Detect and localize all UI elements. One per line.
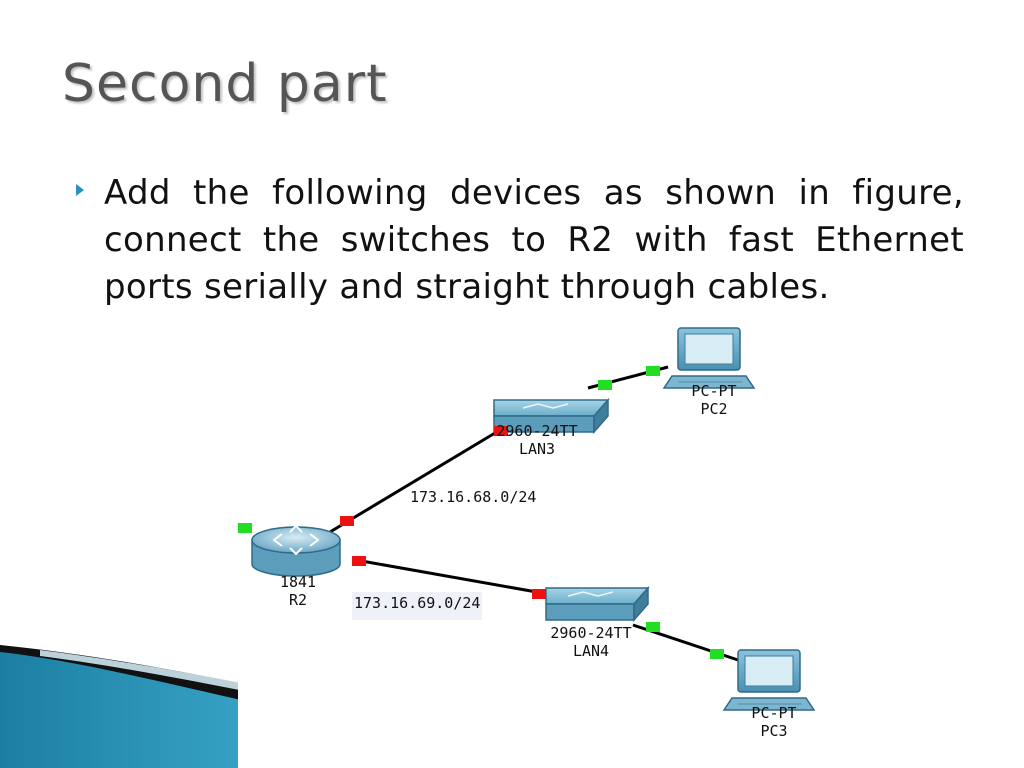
link-r2-lan4 bbox=[355, 558, 549, 596]
pc2-name: PC2 bbox=[700, 400, 728, 418]
lan4-label: 2960-24TT LAN4 bbox=[536, 624, 646, 660]
lan3-model: 2960-24TT bbox=[496, 422, 578, 440]
slide-title: Second part bbox=[62, 54, 388, 114]
pc3-name: PC3 bbox=[760, 722, 788, 740]
lan4-name: LAN4 bbox=[572, 642, 610, 660]
port-r2-lan3-down bbox=[340, 516, 354, 526]
lan4-model: 2960-24TT bbox=[550, 624, 632, 642]
lan3-label: 2960-24TT LAN3 bbox=[482, 422, 592, 458]
r2-name: R2 bbox=[288, 591, 308, 609]
pc3-icon[interactable] bbox=[722, 649, 816, 711]
pc3-label: PC-PT PC3 bbox=[734, 704, 814, 740]
r2-model: 1841 bbox=[279, 573, 317, 591]
pc3-model: PC-PT bbox=[751, 704, 797, 722]
topology-diagram bbox=[238, 327, 816, 711]
switch-lan4-icon[interactable] bbox=[545, 586, 650, 622]
link-r2-lan3 bbox=[329, 428, 501, 534]
pc2-model: PC-PT bbox=[691, 382, 737, 400]
router-r2-icon[interactable] bbox=[251, 524, 341, 577]
port-lan4-pc3-up bbox=[646, 622, 660, 632]
network-lan4-label: 173.16.69.0/24 bbox=[352, 592, 483, 620]
topology-figure: PC-PT PC2 2960-24TT LAN3 1841 R2 2960-24… bbox=[238, 320, 838, 768]
port-pc2-up bbox=[646, 366, 660, 376]
port-lan3-r2-down bbox=[494, 426, 508, 436]
pc2-icon[interactable] bbox=[662, 327, 756, 389]
port-lan4-r2-down bbox=[532, 589, 546, 599]
pc2-label: PC-PT PC2 bbox=[674, 382, 754, 418]
network-lan3-label: 173.16.68.0/24 bbox=[410, 488, 537, 506]
port-lan3-pc2-up bbox=[598, 380, 612, 390]
lan3-name: LAN3 bbox=[518, 440, 556, 458]
port-pc3-up bbox=[710, 649, 724, 659]
bullet-text: Add the following devices as shown in fi… bbox=[104, 173, 964, 307]
port-r2-lan4-down bbox=[352, 556, 366, 566]
r2-label: 1841 R2 bbox=[268, 573, 328, 609]
bullet-arrow-icon bbox=[76, 184, 84, 196]
port-r2-uplink-up bbox=[238, 523, 252, 533]
bullet-point: Add the following devices as shown in fi… bbox=[72, 170, 964, 311]
